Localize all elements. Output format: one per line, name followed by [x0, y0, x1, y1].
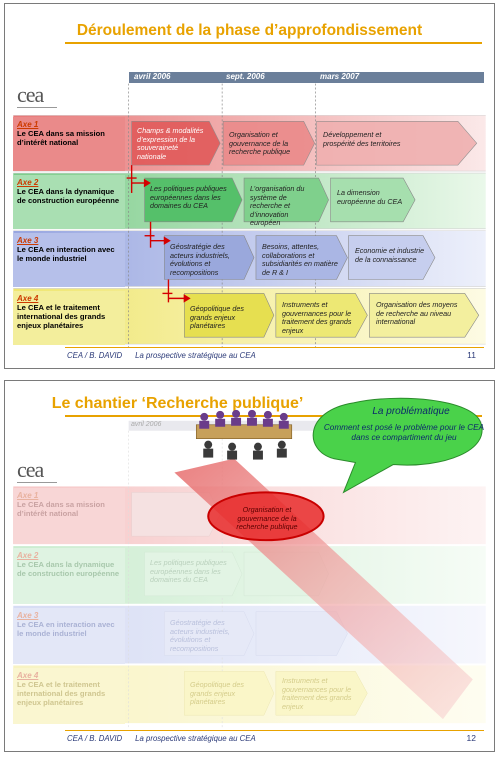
axe-1-header: Axe 1 [17, 491, 39, 500]
cell-1-3: Développement et prospérité des territoi… [323, 130, 401, 148]
cell-3-2: Besoins, attentes, collaborations et sub… [262, 242, 338, 277]
highlight-recherche-publique: Organisation et gouvernance de la recher… [236, 505, 298, 532]
date-sept-2006: sept. 2006 [223, 72, 313, 83]
title-underline [65, 42, 482, 44]
axe-1-text: Le CEA dans sa mission d’intérêt nationa… [17, 500, 105, 518]
bubble-title: La problématique [372, 406, 450, 417]
slide-title: Déroulement de la phase d’approfondissem… [76, 22, 423, 39]
date-april-2006: avril 2006 [131, 72, 221, 83]
cea-logo: cea [17, 457, 44, 482]
axe-4-label: Axe 4 Le CEA et le traitement internatio… [13, 291, 125, 345]
axe-3-text: Le CEA en interaction avec le monde indu… [17, 620, 115, 638]
axe-3-text: Le CEA en interaction avec le monde indu… [17, 245, 115, 263]
axe-1-header: Axe 1 [17, 120, 39, 129]
footer-text: CEA / B. DAVID La prospective stratégiqu… [67, 734, 256, 743]
axe-1-label: Axe 1 Le CEA dans sa mission d’intérêt n… [13, 117, 125, 171]
cea-logo: cea [17, 82, 44, 107]
axe-2-text: Le CEA dans la dynamique de construction… [17, 187, 120, 205]
axe-2-header: Axe 2 [17, 178, 39, 187]
slide-11: Déroulement de la phase d’approfondissem… [4, 3, 495, 369]
faded-cell-4-1: Géopolitique des grands enjeux planétair… [190, 680, 244, 707]
cell-4-3: Organisation des moyens de recherche au … [376, 300, 458, 327]
axe-2-label-faded: Axe 2 Le CEA dans la dynamique de constr… [13, 548, 125, 604]
logo-underline [17, 482, 57, 483]
cell-2-1: Les politiques publiques européennes dan… [150, 184, 227, 211]
axe-4-text: Le CEA et le traitement international de… [17, 680, 106, 707]
axe-2-label: Axe 2 Le CEA dans la dynamique de constr… [13, 175, 125, 229]
slide-12: Le chantier ‘Recherche publique’ cea [4, 380, 495, 752]
cell-2-3: La dimension européenne du CEA [337, 188, 403, 206]
cell-4-1: Géopolitique des grands enjeux planétair… [190, 304, 244, 331]
faded-cell-3-1: Géostratégie des acteurs industriels, év… [170, 618, 230, 653]
logo-underline [17, 107, 57, 108]
cell-1-1: Champs & modalités d’expression de la so… [137, 126, 204, 161]
axe-3-label-faded: Axe 3 Le CEA en interaction avec le mond… [13, 608, 125, 664]
faded-date: avril 2006 [131, 421, 162, 428]
faded-cell-2-1: Les politiques publiques européennes dan… [150, 558, 227, 585]
page-number: 11 [467, 350, 476, 360]
axe-2-header: Axe 2 [17, 551, 39, 560]
title-underline [65, 415, 482, 417]
axe-3-label: Axe 3 Le CEA en interaction avec le mond… [13, 233, 125, 287]
axe-3-header: Axe 3 [17, 236, 39, 245]
slide-title: Le chantier ‘Recherche publique’ [51, 395, 304, 412]
faded-cell-4-2: Instruments et gouvernances pour le trai… [282, 676, 352, 711]
meeting-people-icon [195, 409, 293, 460]
bubble-text: Comment est posé le problème pour le CEA… [323, 423, 485, 442]
axe-4-header: Axe 4 [17, 294, 39, 303]
footer-text: CEA / B. DAVID La prospective stratégiqu… [67, 351, 256, 360]
axe-4-label-faded: Axe 4 Le CEA et le traitement internatio… [13, 668, 125, 724]
axe-3-header: Axe 3 [17, 611, 39, 620]
footer-line [65, 347, 484, 348]
axe-1-label-faded: Axe 1 Le CEA dans sa mission d’intérêt n… [13, 488, 125, 544]
cell-3-1: Géostratégie des acteurs industriels, év… [170, 242, 230, 277]
cell-1-2: Organisation et gouvernance de la recher… [229, 130, 291, 157]
cell-4-2: Instruments et gouvernances pour le trai… [282, 300, 352, 335]
page-number: 12 [466, 733, 476, 743]
axe-1-text: Le CEA dans sa mission d’intérêt nationa… [17, 129, 105, 147]
axe-4-header: Axe 4 [17, 671, 39, 680]
axe-4-text: Le CEA et le traitement international de… [17, 303, 106, 330]
date-march-2007: mars 2007 [317, 72, 407, 83]
footer-line [65, 730, 484, 731]
cell-2-2: L’organisation du système de recherche e… [250, 184, 305, 228]
axe-2-text: Le CEA dans la dynamique de construction… [17, 560, 120, 578]
cell-3-3: Economie et industrie de la connaissance [355, 246, 425, 264]
